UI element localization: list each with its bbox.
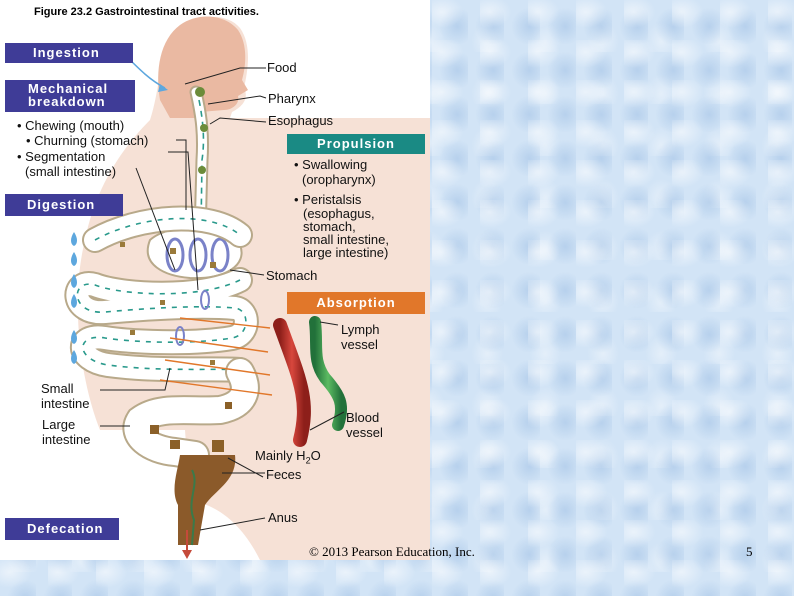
mechanical-breakdown-line2: breakdown bbox=[28, 94, 106, 109]
propulsion-item-stomach: stomach, bbox=[303, 219, 356, 234]
propulsion-item-large-intestine: large intestine) bbox=[303, 245, 389, 260]
blood-vessel-line1: Blood bbox=[346, 410, 380, 425]
stomach-label: Stomach bbox=[266, 268, 318, 283]
propulsion-item-small-intestine: small intestine, bbox=[303, 232, 389, 247]
pharynx-label: Pharynx bbox=[268, 91, 316, 106]
small-intestine-line2: intestine bbox=[41, 396, 90, 411]
copyright-notice: © 2013 Pearson Education, Inc. bbox=[309, 544, 475, 559]
large-intestine-line2: intestine bbox=[42, 432, 91, 447]
blood-vessel-label: Blood vessel bbox=[346, 410, 383, 440]
defecation-header: Defecation bbox=[5, 518, 119, 540]
mechanical-item-segmentation: • Segmentation bbox=[17, 149, 106, 164]
blood-vessel-line2: vessel bbox=[346, 425, 383, 440]
digestion-header: Digestion bbox=[5, 194, 123, 216]
water-suffix: O bbox=[310, 448, 321, 463]
propulsion-item-esophagus: (esophagus, bbox=[303, 206, 375, 221]
water-subscript: 2 bbox=[305, 455, 311, 466]
anus-label: Anus bbox=[268, 510, 298, 525]
water-prefix: Mainly H bbox=[255, 448, 306, 463]
propulsion-item-oropharynx: (oropharynx) bbox=[302, 172, 376, 187]
mechanical-item-churning: • Churning (stomach) bbox=[26, 133, 149, 148]
esophagus-label: Esophagus bbox=[268, 113, 334, 128]
rectum bbox=[174, 455, 236, 545]
large-intestine-line1: Large bbox=[42, 417, 76, 432]
feces-label: Feces bbox=[266, 467, 302, 482]
propulsion-header: Propulsion bbox=[287, 134, 425, 154]
figure-caption: Figure 23.2 Gastrointestinal tract activ… bbox=[34, 6, 259, 18]
mechanical-item-chewing: • Chewing (mouth) bbox=[17, 118, 125, 133]
lymph-vessel-line1: Lymph bbox=[341, 322, 380, 337]
leader-lines bbox=[100, 67, 345, 531]
absorption-arrows bbox=[159, 317, 273, 396]
small-intestine-line1: Small bbox=[41, 381, 74, 396]
propulsion-item-swallowing: • Swallowing bbox=[294, 157, 368, 172]
large-intestine bbox=[122, 357, 260, 470]
mechanical-item-small-intestine: (small intestine) bbox=[25, 164, 117, 179]
blood-vessel-drawing bbox=[273, 318, 311, 447]
lymph-vessel-drawing bbox=[309, 316, 348, 431]
absorption-header: Absorption bbox=[287, 292, 425, 314]
mechanical-breakdown-header: Mechanical breakdown bbox=[5, 80, 135, 112]
water-label: Mainly H2O bbox=[255, 448, 321, 469]
figure-panel: Ingestion Mechanical breakdown • Chewing… bbox=[0, 0, 430, 560]
food-label: Food bbox=[267, 60, 297, 75]
lymph-vessel-label: Lymph vessel bbox=[341, 322, 380, 352]
mechanical-breakdown-line1: Mechanical bbox=[28, 81, 109, 96]
large-intestine-label: Large intestine bbox=[42, 417, 90, 447]
ingestion-header: Ingestion bbox=[5, 43, 133, 63]
head-silhouette bbox=[158, 16, 248, 118]
small-intestine-label: Small intestine bbox=[41, 381, 89, 411]
page-number: 5 bbox=[746, 544, 753, 559]
lymph-vessel-line2: vessel bbox=[341, 337, 378, 352]
small-intestine bbox=[64, 205, 259, 383]
propulsion-item-peristalsis: • Peristalsis bbox=[294, 192, 362, 207]
